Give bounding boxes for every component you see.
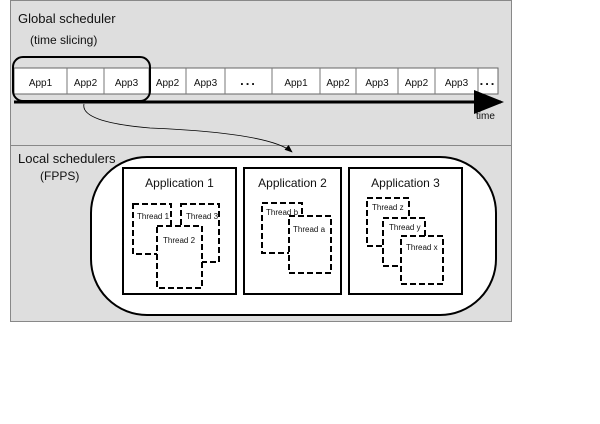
timeline-slot: App3	[434, 68, 469, 94]
thread-card: Thread x	[400, 235, 444, 285]
global-scheduler-title: Global scheduler	[18, 11, 116, 26]
application-box: Application 1 Thread 1 Thread 3 Thread 2	[122, 167, 237, 295]
timeline-slot: ...	[477, 68, 497, 94]
slot-to-local-connector	[83, 103, 293, 153]
thread-label: Thread 1	[137, 212, 170, 221]
thread-label: Thread 2	[163, 236, 196, 245]
timeline-slot-label: App2	[156, 78, 180, 89]
timeline-ellipsis: ...	[480, 73, 497, 88]
thread-label: Thread y	[389, 223, 421, 232]
timeline-slot: ...	[224, 68, 257, 94]
application-box: Application 3 Thread z Thread y Thread x	[348, 167, 463, 295]
timeline-slot-label: App3	[365, 78, 389, 89]
application-box: Application 2 Thread b Thread a	[243, 167, 342, 295]
thread-card: Thread 2	[156, 225, 203, 289]
timeline-slot-label: App2	[74, 78, 98, 89]
local-schedulers-title: Local schedulers	[18, 151, 116, 166]
timeline-slot: App2	[397, 68, 429, 94]
timeline-bar	[13, 67, 499, 95]
timeline-slot: App2	[319, 68, 350, 94]
timeline-slot-label: App3	[115, 78, 139, 89]
thread-label: Thread b	[266, 208, 299, 217]
timeline-slot: App1	[29, 78, 53, 89]
timeline-slot-label: App1	[284, 78, 308, 89]
thread-label: Thread x	[406, 243, 438, 252]
application-title: Application 1	[145, 176, 214, 190]
timeline-ellipsis: ...	[240, 73, 257, 88]
application-title: Application 2	[258, 176, 327, 190]
timeline-slot: App3	[185, 68, 218, 94]
timeline-slot-label: App3	[194, 78, 218, 89]
timeline-slot: App2	[66, 68, 98, 94]
timeline-slot: App1	[271, 68, 308, 94]
time-axis-label: time	[476, 111, 495, 122]
global-scheduler-subtitle: (time slicing)	[30, 33, 97, 47]
timeline-slot-label: App3	[445, 78, 469, 89]
application-title: Application 3	[371, 176, 440, 190]
timeline-slot-label: App1	[29, 78, 53, 89]
thread-card: Thread a	[288, 215, 332, 274]
thread-label: Thread 3	[186, 212, 219, 221]
timeline-slot: App3	[355, 68, 389, 94]
timeline-slot-label: App2	[326, 78, 350, 89]
thread-label: Thread z	[372, 203, 404, 212]
timeline-slot-label: App2	[405, 78, 429, 89]
thread-label: Thread a	[293, 225, 326, 234]
timeline-slot: App3	[103, 68, 139, 94]
local-schedulers-subtitle: (FPPS)	[40, 169, 79, 183]
